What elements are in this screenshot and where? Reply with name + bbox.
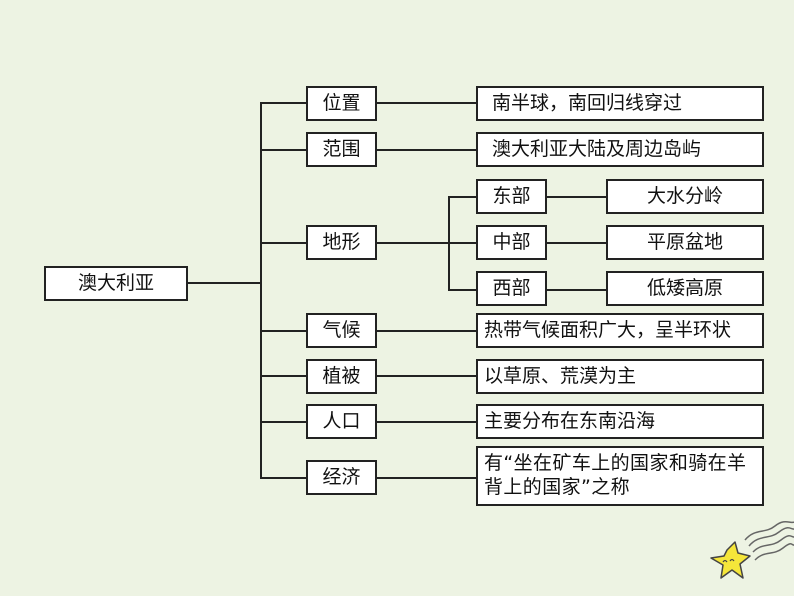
detail-text: 南半球，南回归线穿过: [492, 91, 683, 114]
connector: [376, 102, 476, 104]
leaf-text: 低矮高原: [646, 276, 723, 299]
terrain-west-detail: 低矮高原: [606, 271, 764, 306]
detail-economy: 有“坐在矿车上的国家和骑在羊背上的国家”之称: [476, 446, 764, 506]
connector: [260, 330, 306, 332]
connector: [376, 149, 476, 151]
connector: [260, 102, 306, 104]
detail-text: 主要分布在东南沿海: [484, 409, 656, 432]
sub-label: 中部: [492, 230, 531, 253]
connector: [546, 196, 606, 198]
detail-extent: 澳大利亚大陆及周边岛屿: [476, 132, 764, 167]
leaf-text: 大水分岭: [646, 184, 723, 207]
detail-vegetation: 以草原、荒漠为主: [476, 359, 764, 394]
connector: [448, 242, 476, 244]
category-vegetation: 植被: [306, 359, 377, 394]
category-population: 人口: [306, 404, 377, 439]
category-label: 植被: [322, 364, 361, 387]
sub-label: 东部: [492, 184, 531, 207]
connector: [376, 421, 476, 423]
connector: [376, 375, 476, 377]
terrain-west: 西部: [476, 271, 547, 306]
category-climate: 气候: [306, 313, 377, 348]
leaf-text: 平原盆地: [646, 230, 723, 253]
terrain-east: 东部: [476, 179, 547, 214]
detail-text: 热带气候面积广大，呈半环状: [484, 318, 732, 341]
detail-location: 南半球，南回归线穿过: [476, 86, 764, 121]
connector: [260, 477, 306, 479]
root-node: 澳大利亚: [44, 266, 188, 301]
category-label: 经济: [322, 465, 361, 488]
category-label: 位置: [322, 91, 361, 114]
shooting-star-icon: [710, 520, 794, 579]
terrain-east-detail: 大水分岭: [606, 179, 764, 214]
detail-climate: 热带气候面积广大，呈半环状: [476, 313, 764, 348]
connector: [448, 289, 476, 291]
connector: [187, 282, 262, 284]
detail-text: 澳大利亚大陆及周边岛屿: [492, 137, 702, 160]
terrain-central: 中部: [476, 225, 547, 260]
category-economy: 经济: [306, 460, 377, 495]
connector: [546, 242, 606, 244]
connector: [376, 477, 476, 479]
category-label: 范围: [322, 137, 361, 160]
category-extent: 范围: [306, 132, 377, 167]
connector: [546, 289, 606, 291]
root-label: 澳大利亚: [77, 271, 154, 294]
connector: [448, 196, 476, 198]
terrain-central-detail: 平原盆地: [606, 225, 764, 260]
category-label: 气候: [322, 318, 361, 341]
sub-label: 西部: [492, 276, 531, 299]
connector: [260, 421, 306, 423]
connector: [260, 149, 306, 151]
category-label: 人口: [322, 409, 361, 432]
trunk-line: [260, 102, 262, 479]
detail-text: 以草原、荒漠为主: [484, 364, 637, 387]
connector: [260, 375, 306, 377]
connector: [376, 242, 449, 244]
connector: [376, 330, 476, 332]
connector: [260, 242, 306, 244]
detail-text: 有“坐在矿车上的国家和骑在羊背上的国家”之称: [484, 452, 747, 498]
category-label: 地形: [322, 230, 361, 253]
category-location: 位置: [306, 86, 377, 121]
category-terrain: 地形: [306, 225, 377, 260]
detail-population: 主要分布在东南沿海: [476, 404, 764, 439]
